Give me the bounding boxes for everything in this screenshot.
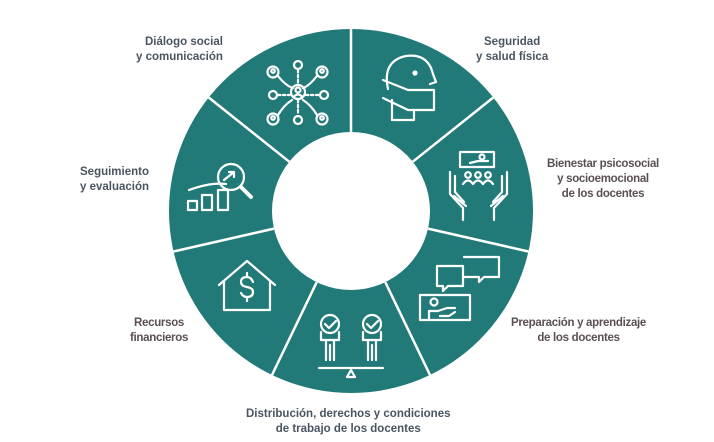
- label-line: y comunicación: [136, 51, 223, 63]
- balanced-workers-icon: [317, 313, 385, 379]
- label-line: Recursos: [134, 317, 185, 329]
- label-line: y socioemocional: [557, 173, 649, 185]
- segment-dividers: [173, 29, 529, 376]
- label-preparacion: Preparación y aprendizaje de los docente…: [511, 316, 646, 346]
- house-dollar-icon: [217, 259, 277, 312]
- teacher-chat-board-icon: [418, 255, 501, 322]
- label-line: Preparación y aprendizaje: [511, 317, 647, 329]
- label-bienestar: Bienestar psicosocial y socioemocional d…: [547, 157, 659, 202]
- label-line: financieros: [130, 332, 189, 344]
- hands-holding-class-icon: [448, 150, 509, 222]
- label-line: Seguimiento: [80, 166, 150, 178]
- label-line: Seguridad: [484, 36, 541, 48]
- label-line: y evaluación: [80, 181, 150, 193]
- label-distribucion: Distribución, derechos y condiciones de …: [246, 407, 451, 437]
- center-hole: [272, 132, 430, 290]
- label-line: Bienestar psicosocial: [547, 158, 659, 170]
- chart-magnifier-icon: [186, 162, 253, 212]
- label-dialogo-social: Diálogo social y comunicación: [136, 35, 223, 65]
- label-line: Distribución, derechos y condiciones: [246, 408, 451, 420]
- network-people-icon: [266, 59, 330, 126]
- label-line: de los docentes: [561, 188, 645, 200]
- label-seguridad: Seguridad y salud física: [476, 35, 548, 65]
- label-recursos: Recursos financieros: [130, 316, 188, 346]
- label-line: de los docentes: [537, 332, 620, 344]
- label-line: y salud física: [476, 51, 549, 63]
- label-line: de trabajo de los docentes: [275, 423, 421, 435]
- label-seguimiento: Seguimiento y evaluación: [80, 165, 149, 195]
- label-line: Diálogo social: [144, 36, 223, 48]
- face-mask-icon: [381, 54, 438, 122]
